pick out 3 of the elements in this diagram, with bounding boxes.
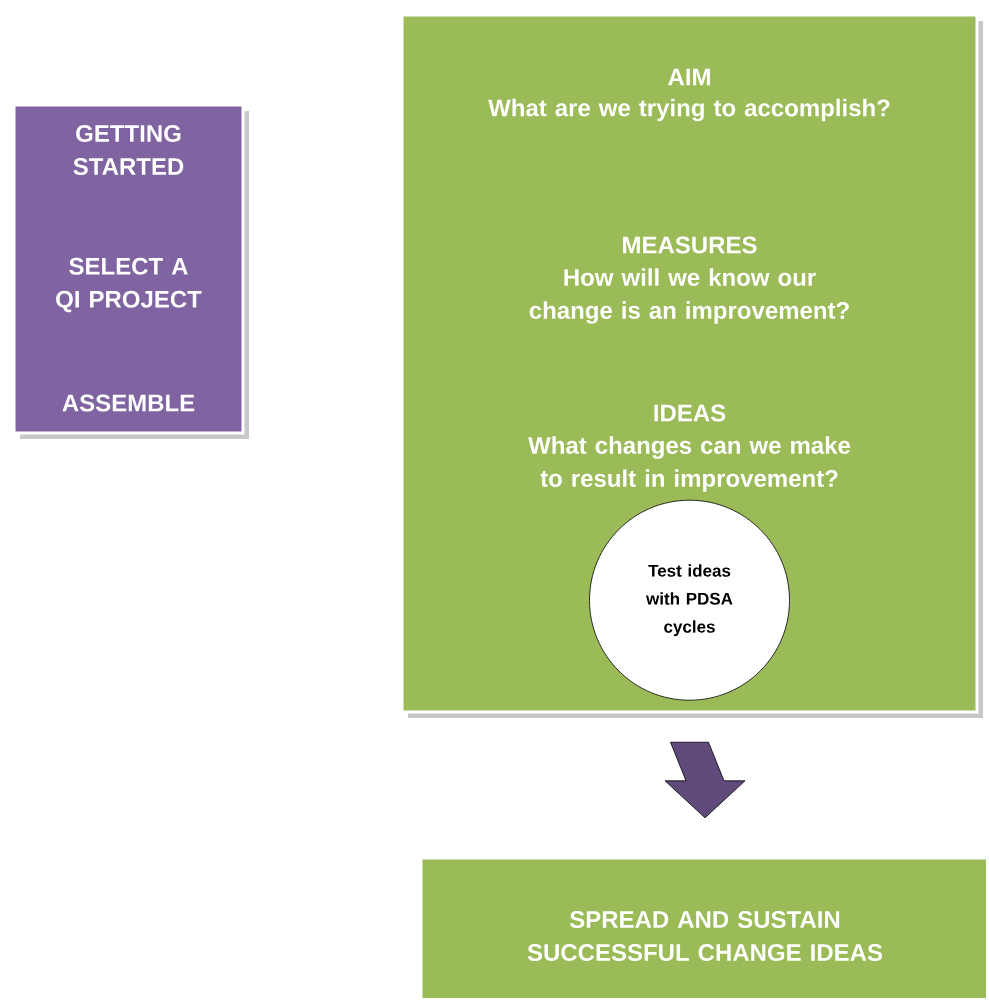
block-arrow (664, 741, 746, 819)
process-box: SPREAD AND SUSTAIN SUCCESSFUL CHANGE IDEAS (419, 856, 989, 1001)
process-box: GETTING STARTED SELECT A QI PROJECT ASSEMBLE (12, 103, 249, 439)
